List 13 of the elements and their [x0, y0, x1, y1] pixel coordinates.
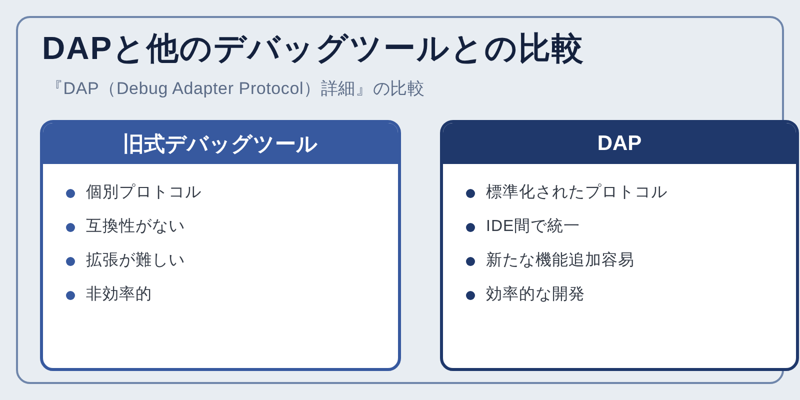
card-header: DAP — [443, 123, 796, 164]
list-item-text: 非効率的 — [86, 284, 152, 305]
card-header: 旧式デバッグツール — [43, 123, 398, 164]
list-item-text: IDE間で統一 — [486, 217, 580, 237]
list-item-text: 標準化されたプロトコル — [486, 182, 668, 203]
list-item-text: 効率的な開発 — [486, 284, 585, 305]
list-item-text: 拡張が難しい — [86, 250, 185, 271]
comparison-card — [40, 120, 401, 371]
list-item-text: 互換性がない — [86, 217, 185, 237]
list-item-text: 個別プロトコル — [86, 182, 202, 203]
list-item-text: 新たな機能追加容易 — [486, 250, 634, 271]
heading: DAPと他のデバッグツールとの比較 — [42, 29, 585, 68]
subtitle: 『DAP（Debug Adapter Protocol）詳細』の比較 — [46, 78, 425, 100]
